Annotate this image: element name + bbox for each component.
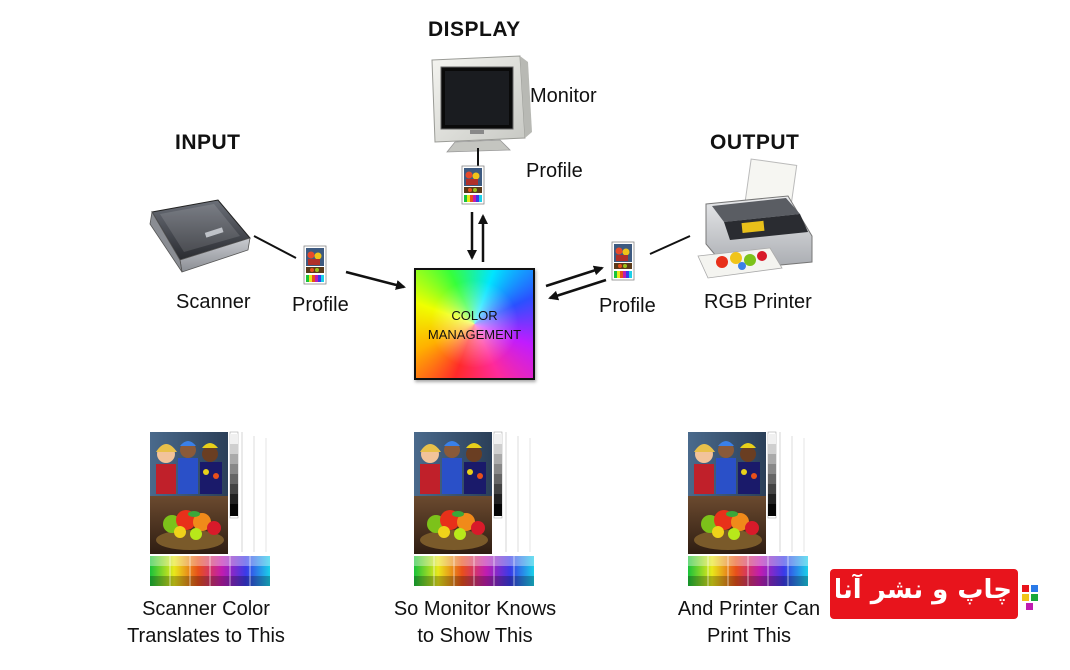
rgb-printer-image [697, 158, 813, 279]
display-heading: DISPLAY [428, 18, 521, 41]
color-management-line-2: MANAGEMENT [427, 327, 522, 342]
arrow-input-to-color-management [345, 270, 406, 290]
input-heading: INPUT [175, 131, 241, 154]
watermark-background [830, 569, 1038, 619]
monitor-caption-line-1: So Monitor Knows [393, 598, 557, 620]
monitor-caption-line-2: to Show This [417, 625, 533, 647]
arrow-output-to-color-management [548, 278, 607, 301]
color-management-label: COLOR MANAGEMENT [416, 306, 533, 344]
scanner-image [149, 199, 251, 273]
scanner-label: Scanner [176, 291, 251, 313]
display-profile-label: Profile [526, 160, 583, 182]
scanner-caption-line-1: Scanner Color [142, 598, 270, 620]
printer-caption-line-2: Print This [706, 625, 792, 647]
color-management-box: COLOR MANAGEMENT [414, 268, 535, 380]
monitor-label: Monitor [530, 85, 597, 107]
arrow-color-management-to-output [545, 265, 604, 288]
printer-test-chart [687, 431, 809, 587]
monitor-caption: So Monitor Knows to Show This [375, 596, 575, 650]
output-profile-icon [611, 241, 635, 281]
monitor-image [431, 55, 532, 153]
scanner-caption-line-2: Translates to This [127, 625, 285, 647]
printer-caption: And Printer Can Print This [649, 596, 849, 650]
output-profile-label: Profile [599, 295, 656, 317]
scanner-caption: Scanner Color Translates to This [106, 596, 306, 650]
printer-caption-line-1: And Printer Can [677, 598, 821, 620]
monitor-test-chart [413, 431, 535, 587]
input-profile-label: Profile [292, 294, 349, 316]
output-heading: OUTPUT [710, 131, 800, 154]
scanner-test-chart [149, 431, 271, 587]
rgb-printer-label: RGB Printer [704, 291, 812, 313]
display-profile-icon [461, 165, 485, 205]
input-profile-icon [303, 245, 327, 285]
watermark-text: چاپ و نشر آنلاین [836, 575, 1012, 605]
watermark-logo: چاپ و نشر آنلاین [830, 569, 1044, 619]
color-management-line-1: COLOR [451, 308, 498, 323]
